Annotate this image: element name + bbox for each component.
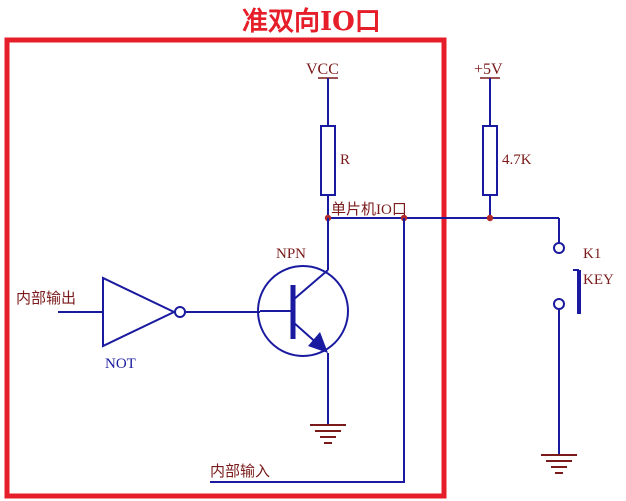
internal-input-label: 内部输入 xyxy=(210,463,270,480)
key-label: KEY xyxy=(583,272,614,288)
not-label: NOT xyxy=(105,356,136,372)
k1-label: K1 xyxy=(583,246,601,262)
junction-pullup-node xyxy=(486,214,494,222)
wire-internal-input xyxy=(210,218,405,483)
resistor-4k7 xyxy=(482,125,498,196)
resistor-r-label: R xyxy=(340,152,350,168)
npn-transistor xyxy=(257,265,349,357)
ground-symbol-emitter xyxy=(310,424,346,444)
plus5v-power-symbol xyxy=(480,77,500,126)
internal-circuit-frame xyxy=(4,37,447,499)
vcc-power-symbol xyxy=(318,77,338,126)
key-switch-k1 xyxy=(553,218,581,455)
diagram-title: 准双向IO口 xyxy=(242,6,381,37)
resistor-4k7-label: 4.7K xyxy=(502,152,532,168)
internal-output-label: 内部输出 xyxy=(16,290,76,307)
not-gate xyxy=(102,276,260,348)
vcc-label: VCC xyxy=(306,61,339,78)
npn-label: NPN xyxy=(276,246,306,262)
plus5v-label: +5V xyxy=(474,61,503,78)
resistor-r xyxy=(320,125,336,196)
ground-symbol-key xyxy=(541,454,577,474)
io-pin-label: 单片机IO口 xyxy=(331,201,407,218)
